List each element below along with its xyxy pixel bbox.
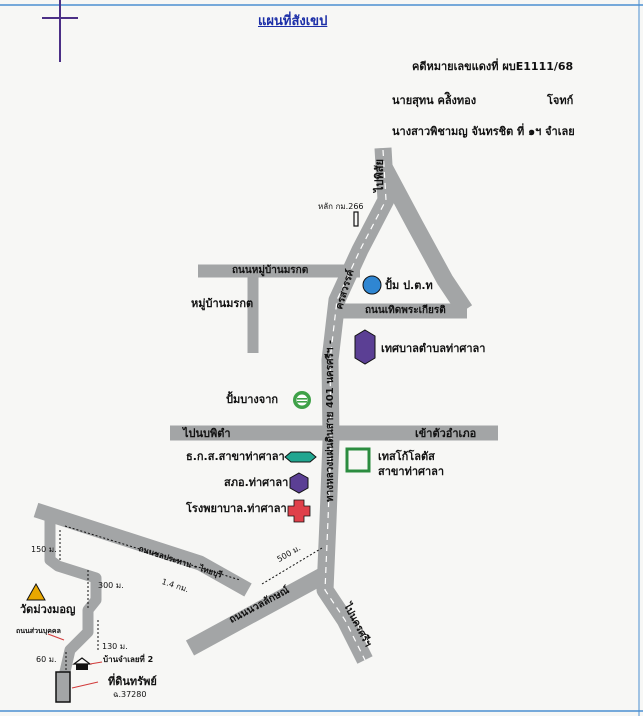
arrow-plot	[71, 681, 99, 689]
to-phipun-label: ไปนบพิตำ	[183, 427, 231, 440]
house-label: บ้านจำเลยที่ 2	[103, 655, 154, 664]
mubanmorakot-road-label: ถนนหมู่บ้านมรกต	[232, 265, 309, 276]
tesco-label: เทสโก้โลตัส	[378, 450, 435, 463]
km-marker-label: หลัก กม.266	[318, 202, 364, 211]
municipality-label: เทศบาลตำบลท่าศาลา	[381, 342, 486, 355]
to-town-label: เข้าตัวอำเภอ	[415, 427, 477, 440]
property-plot-label: ที่ดินทรัพย์	[108, 675, 157, 688]
temple-triangle-icon	[26, 582, 46, 601]
public-road-label: ถนนส่วนบุคคล	[16, 627, 61, 635]
distance-150-label: 150 ม.	[31, 545, 57, 554]
deed-number-label: ฉ.37280	[113, 690, 147, 699]
municipality-hexagon-icon	[354, 329, 376, 365]
highway-401-label: ทางหลวงแผ่นดินสาย 401 นครศรีฯ -	[325, 339, 336, 502]
bangchak-logo-icon	[293, 391, 311, 409]
arrow-house	[89, 661, 103, 665]
distance-130-label: 130 ม.	[102, 642, 128, 651]
distance-60-label: 60 ม.	[36, 655, 57, 664]
house-icon	[72, 657, 92, 670]
defendant-name: นางสาวพิชามญ จันทรชิต ที่ ๑ฯ จำเลย	[392, 125, 575, 138]
tesco-square-icon	[345, 447, 371, 473]
dim-1400	[64, 525, 241, 581]
north-cross-icon	[42, 0, 78, 62]
chonprathan-road	[33, 502, 252, 597]
ptt-circle-icon	[362, 275, 382, 295]
pointer-arrows	[47, 633, 103, 689]
phisai-branch-road	[375, 161, 473, 315]
highway-centerline	[324, 149, 387, 661]
local-road	[44, 510, 102, 678]
ptt-station-label: ปั้ม ป.ต.ท	[385, 279, 433, 292]
thetsaban-road-label: ถนนเทิดพระเกียรติ	[365, 305, 446, 316]
wat-muang-mon-label: วัดม่วงมอญ	[20, 603, 76, 616]
distance-300-label: 300 ม.	[98, 581, 124, 590]
property-plot-icon	[55, 671, 71, 703]
km-marker-icon	[353, 211, 359, 227]
case-number: คดีหมายเลขแดงที่ ผบE1111/68	[412, 60, 574, 73]
arrow-public-road	[47, 633, 65, 641]
police-hexagon-icon	[289, 472, 309, 494]
baac-bank-label: ธ.ก.ส.สาขาท่าศาลา	[186, 450, 285, 463]
mubanmorakot-label: หมู่บ้านมรกต	[191, 297, 254, 310]
nawalsak-road	[185, 566, 331, 656]
hospital-label: โรงพยาบาล.ท่าศาลา	[186, 502, 287, 515]
plaintiff-role: โจทก์	[547, 94, 574, 107]
police-label: สภอ.ท่าศาลา	[224, 476, 289, 489]
tesco-branch-label: สาขาท่าศาลา	[378, 465, 445, 478]
hospital-cross-icon	[287, 499, 311, 523]
distance-lines	[59, 525, 323, 672]
baac-hexagon-icon	[284, 451, 317, 463]
to-phisai-label: ไปพิสัย	[373, 159, 386, 192]
bangchak-station-label: ปั้มบางจาก	[226, 393, 279, 406]
map-title: แผนที่สังเขป	[258, 14, 328, 29]
plaintiff-name: นายสุทน คล้ิงทอง	[392, 94, 477, 107]
